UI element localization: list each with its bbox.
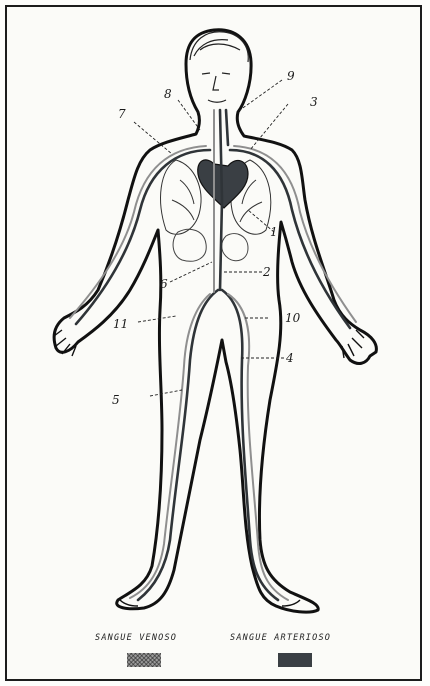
callout-8: 8 xyxy=(164,88,172,100)
abdominal-organs xyxy=(173,229,248,261)
legend-arterial-label: SANGUE ARTERIOSO xyxy=(230,633,331,643)
callout-9: 9 xyxy=(287,70,295,82)
callout-1: 1 xyxy=(270,226,278,238)
venous-vessels xyxy=(70,110,356,600)
hands xyxy=(54,330,364,358)
legend-venous-swatch xyxy=(127,653,161,667)
legend-arterial-swatch xyxy=(278,653,312,667)
body-outline xyxy=(54,30,376,612)
leader-lines xyxy=(134,80,288,396)
callout-11: 11 xyxy=(113,318,128,330)
face-features xyxy=(202,73,230,102)
callout-7: 7 xyxy=(118,108,126,120)
callout-10: 10 xyxy=(285,312,300,324)
callout-3: 3 xyxy=(310,96,318,108)
callout-2: 2 xyxy=(263,266,271,278)
legend-venous-label: SANGUE VENOSO xyxy=(95,633,177,643)
callout-4: 4 xyxy=(286,352,294,364)
callout-6: 6 xyxy=(160,278,168,290)
callout-5: 5 xyxy=(112,394,120,406)
